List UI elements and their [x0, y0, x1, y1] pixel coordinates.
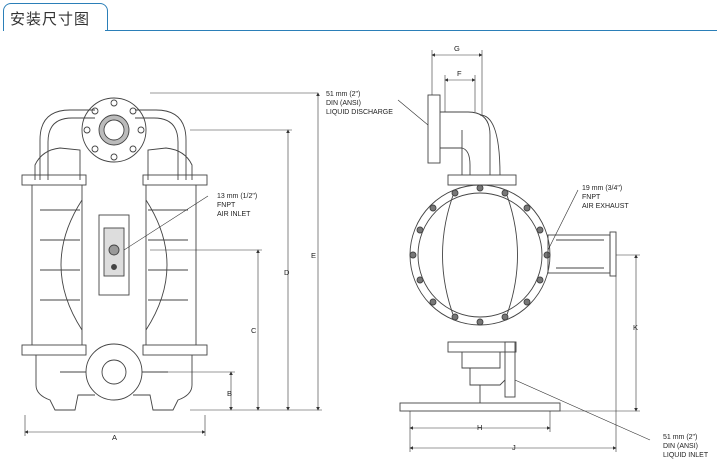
discharge-callout-line2: DIN (ANSI) [326, 100, 361, 107]
discharge-callout-line1: 51 mm (2") [326, 91, 360, 98]
air-inlet-callout-line2: FNPT [217, 202, 236, 209]
dim-label-h: H [477, 423, 482, 432]
section-title: 安装尺寸图 [10, 10, 91, 28]
inlet-callout-line2: DIN (ANSI) [663, 443, 698, 450]
inlet-flange [504, 341, 516, 398]
air-exhaust-muffler [547, 234, 611, 274]
inlet-callout-line3: LIQUID INLET [663, 452, 709, 459]
discharge-callout-line3: LIQUID DISCHARGE [326, 109, 393, 116]
bottom-inlet-flange [85, 343, 143, 401]
section-header: 安装尺寸图 [0, 0, 720, 36]
dim-label-d: D [284, 268, 290, 277]
side-upper-clamp [447, 174, 517, 186]
side-lower-clamp [447, 341, 517, 353]
air-valve-center-block [98, 214, 130, 296]
front-left-upper-clamp [21, 174, 87, 186]
exhaust-callout-line1: 19 mm (3/4") [582, 185, 622, 192]
exhaust-callout-line3: AIR EXHAUST [582, 203, 629, 210]
front-left-diaphragm [60, 199, 83, 331]
dim-label-j: J [512, 443, 516, 452]
top-discharge-flange [81, 97, 147, 163]
front-dimension-lines [24, 92, 322, 436]
discharge-flange [427, 94, 441, 164]
front-left-discharge-pipe [39, 109, 95, 180]
dim-label-e: E [311, 251, 316, 260]
exhaust-callout-line2: FNPT [582, 194, 601, 201]
side-view [399, 94, 617, 412]
dim-label-f: F [457, 69, 462, 78]
front-right-discharge-pipe [135, 109, 187, 180]
side-dimension-lines [397, 50, 651, 452]
dim-label-k: K [633, 323, 638, 332]
front-left-lower-clamp [21, 344, 87, 356]
dim-label-a: A [112, 433, 117, 442]
side-base-plate [399, 402, 561, 412]
air-inlet-callout-line3: AIR INLET [217, 211, 251, 218]
inlet-callout-line1: 51 mm (2") [663, 434, 697, 441]
dim-label-c: C [251, 326, 257, 335]
dim-label-b: B [227, 389, 232, 398]
dim-label-g: G [454, 44, 460, 53]
air-inlet-callout-line1: 13 mm (1/2") [217, 193, 257, 200]
front-view [21, 97, 208, 411]
front-right-lower-clamp [142, 344, 208, 356]
header-rule [105, 30, 717, 31]
header-tab [3, 3, 108, 31]
front-right-upper-clamp [142, 174, 208, 186]
front-right-diaphragm [145, 199, 168, 331]
